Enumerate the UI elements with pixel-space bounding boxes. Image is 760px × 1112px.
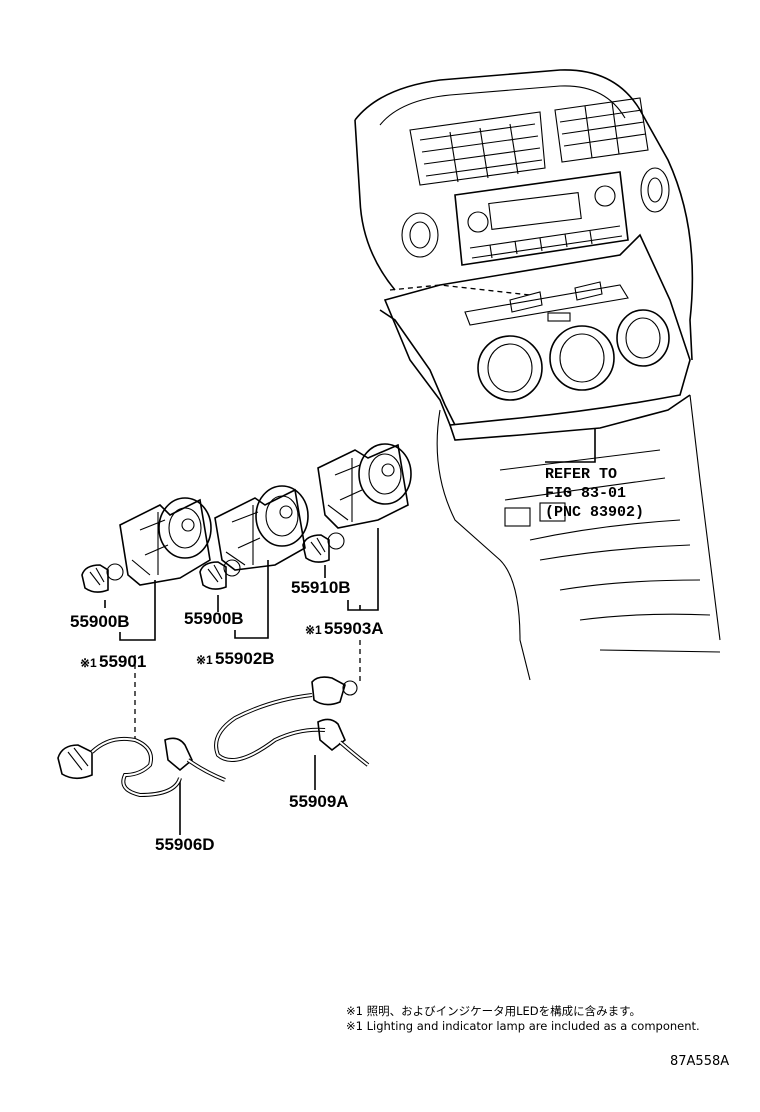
part-label-55900b-1: 55900B	[70, 612, 130, 631]
reference-line-3: (PNC 83902)	[545, 504, 644, 521]
footnotes: ※1 照明、およびインジケータ用LEDを構成に含みます。 ※1 Lighting…	[346, 1004, 700, 1033]
control-dial-2	[214, 485, 309, 571]
wire-harness-2	[214, 676, 370, 767]
asterisk-marker-3: ※1	[305, 623, 322, 637]
part-label-55909a: 55909A	[289, 792, 349, 811]
bulb-socket-2	[199, 559, 241, 590]
wire-harness-1	[57, 736, 226, 798]
control-dial-3	[317, 443, 412, 529]
part-label-55901: 55901	[99, 652, 146, 671]
part-label-55910b: 55910B	[291, 578, 351, 597]
reference-line-2: FIG 83-01	[545, 485, 626, 502]
center-console-illustration	[354, 69, 721, 681]
figure-id: 87A558A	[670, 1054, 729, 1069]
control-dial-1	[119, 497, 212, 586]
reference-note: REFER TO FIG 83-01 (PNC 83902)	[545, 466, 644, 521]
part-label-55903a: 55903A	[324, 619, 384, 638]
reference-line-1: REFER TO	[545, 466, 617, 483]
asterisk-marker-1: ※1	[80, 656, 97, 670]
part-label-55906d: 55906D	[155, 835, 215, 854]
bulb-socket-1	[81, 563, 124, 593]
footnote-japanese: ※1 照明、およびインジケータ用LEDを構成に含みます。	[346, 1004, 641, 1018]
footnote-english: ※1 Lighting and indicator lamp are inclu…	[346, 1019, 700, 1033]
part-label-55900b-2: 55900B	[184, 609, 244, 628]
leader-lines	[104, 528, 379, 835]
part-label-55902b: 55902B	[215, 649, 275, 668]
asterisk-marker-2: ※1	[196, 653, 213, 667]
part-labels: 55900B 55900B 55910B ※1 55901 ※1 55902B …	[70, 578, 384, 854]
bulb-socket-3	[302, 532, 345, 563]
